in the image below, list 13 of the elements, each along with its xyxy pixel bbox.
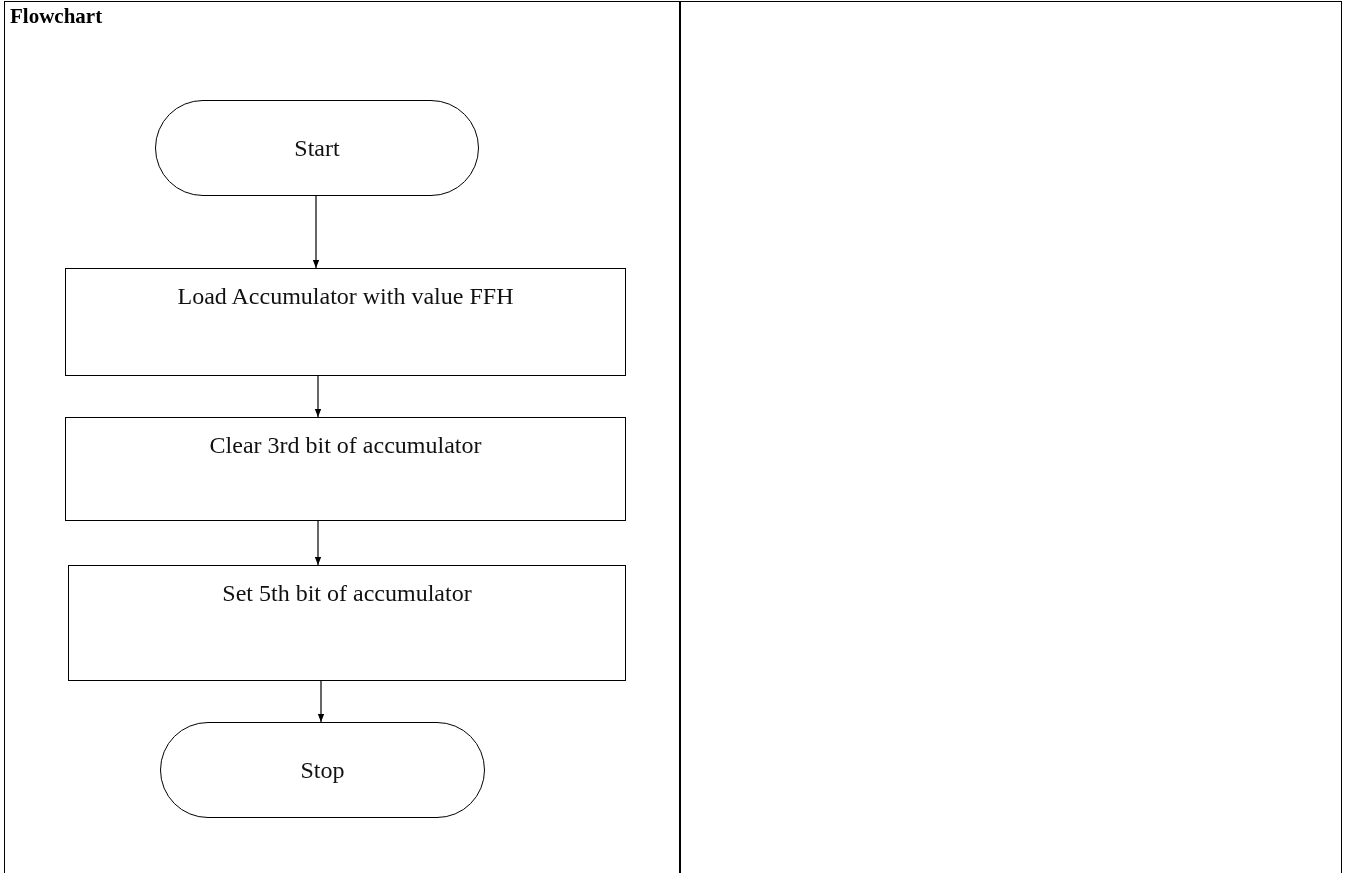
arrow — [314, 520, 322, 566]
node-label: Stop — [300, 756, 345, 784]
title: Flowchart — [10, 4, 103, 29]
node-label: Clear 3rd bit of accumulator — [209, 432, 482, 459]
process-box — [68, 565, 626, 681]
node-label: Set 5th bit of accumulator — [222, 580, 472, 607]
node-label: Load Accumulator with value FFH — [177, 283, 514, 310]
arrow — [317, 680, 325, 723]
node-label: Start — [294, 134, 340, 162]
arrow — [314, 375, 322, 418]
arrow — [312, 195, 320, 269]
process-box — [65, 417, 626, 521]
process-box — [65, 268, 626, 376]
